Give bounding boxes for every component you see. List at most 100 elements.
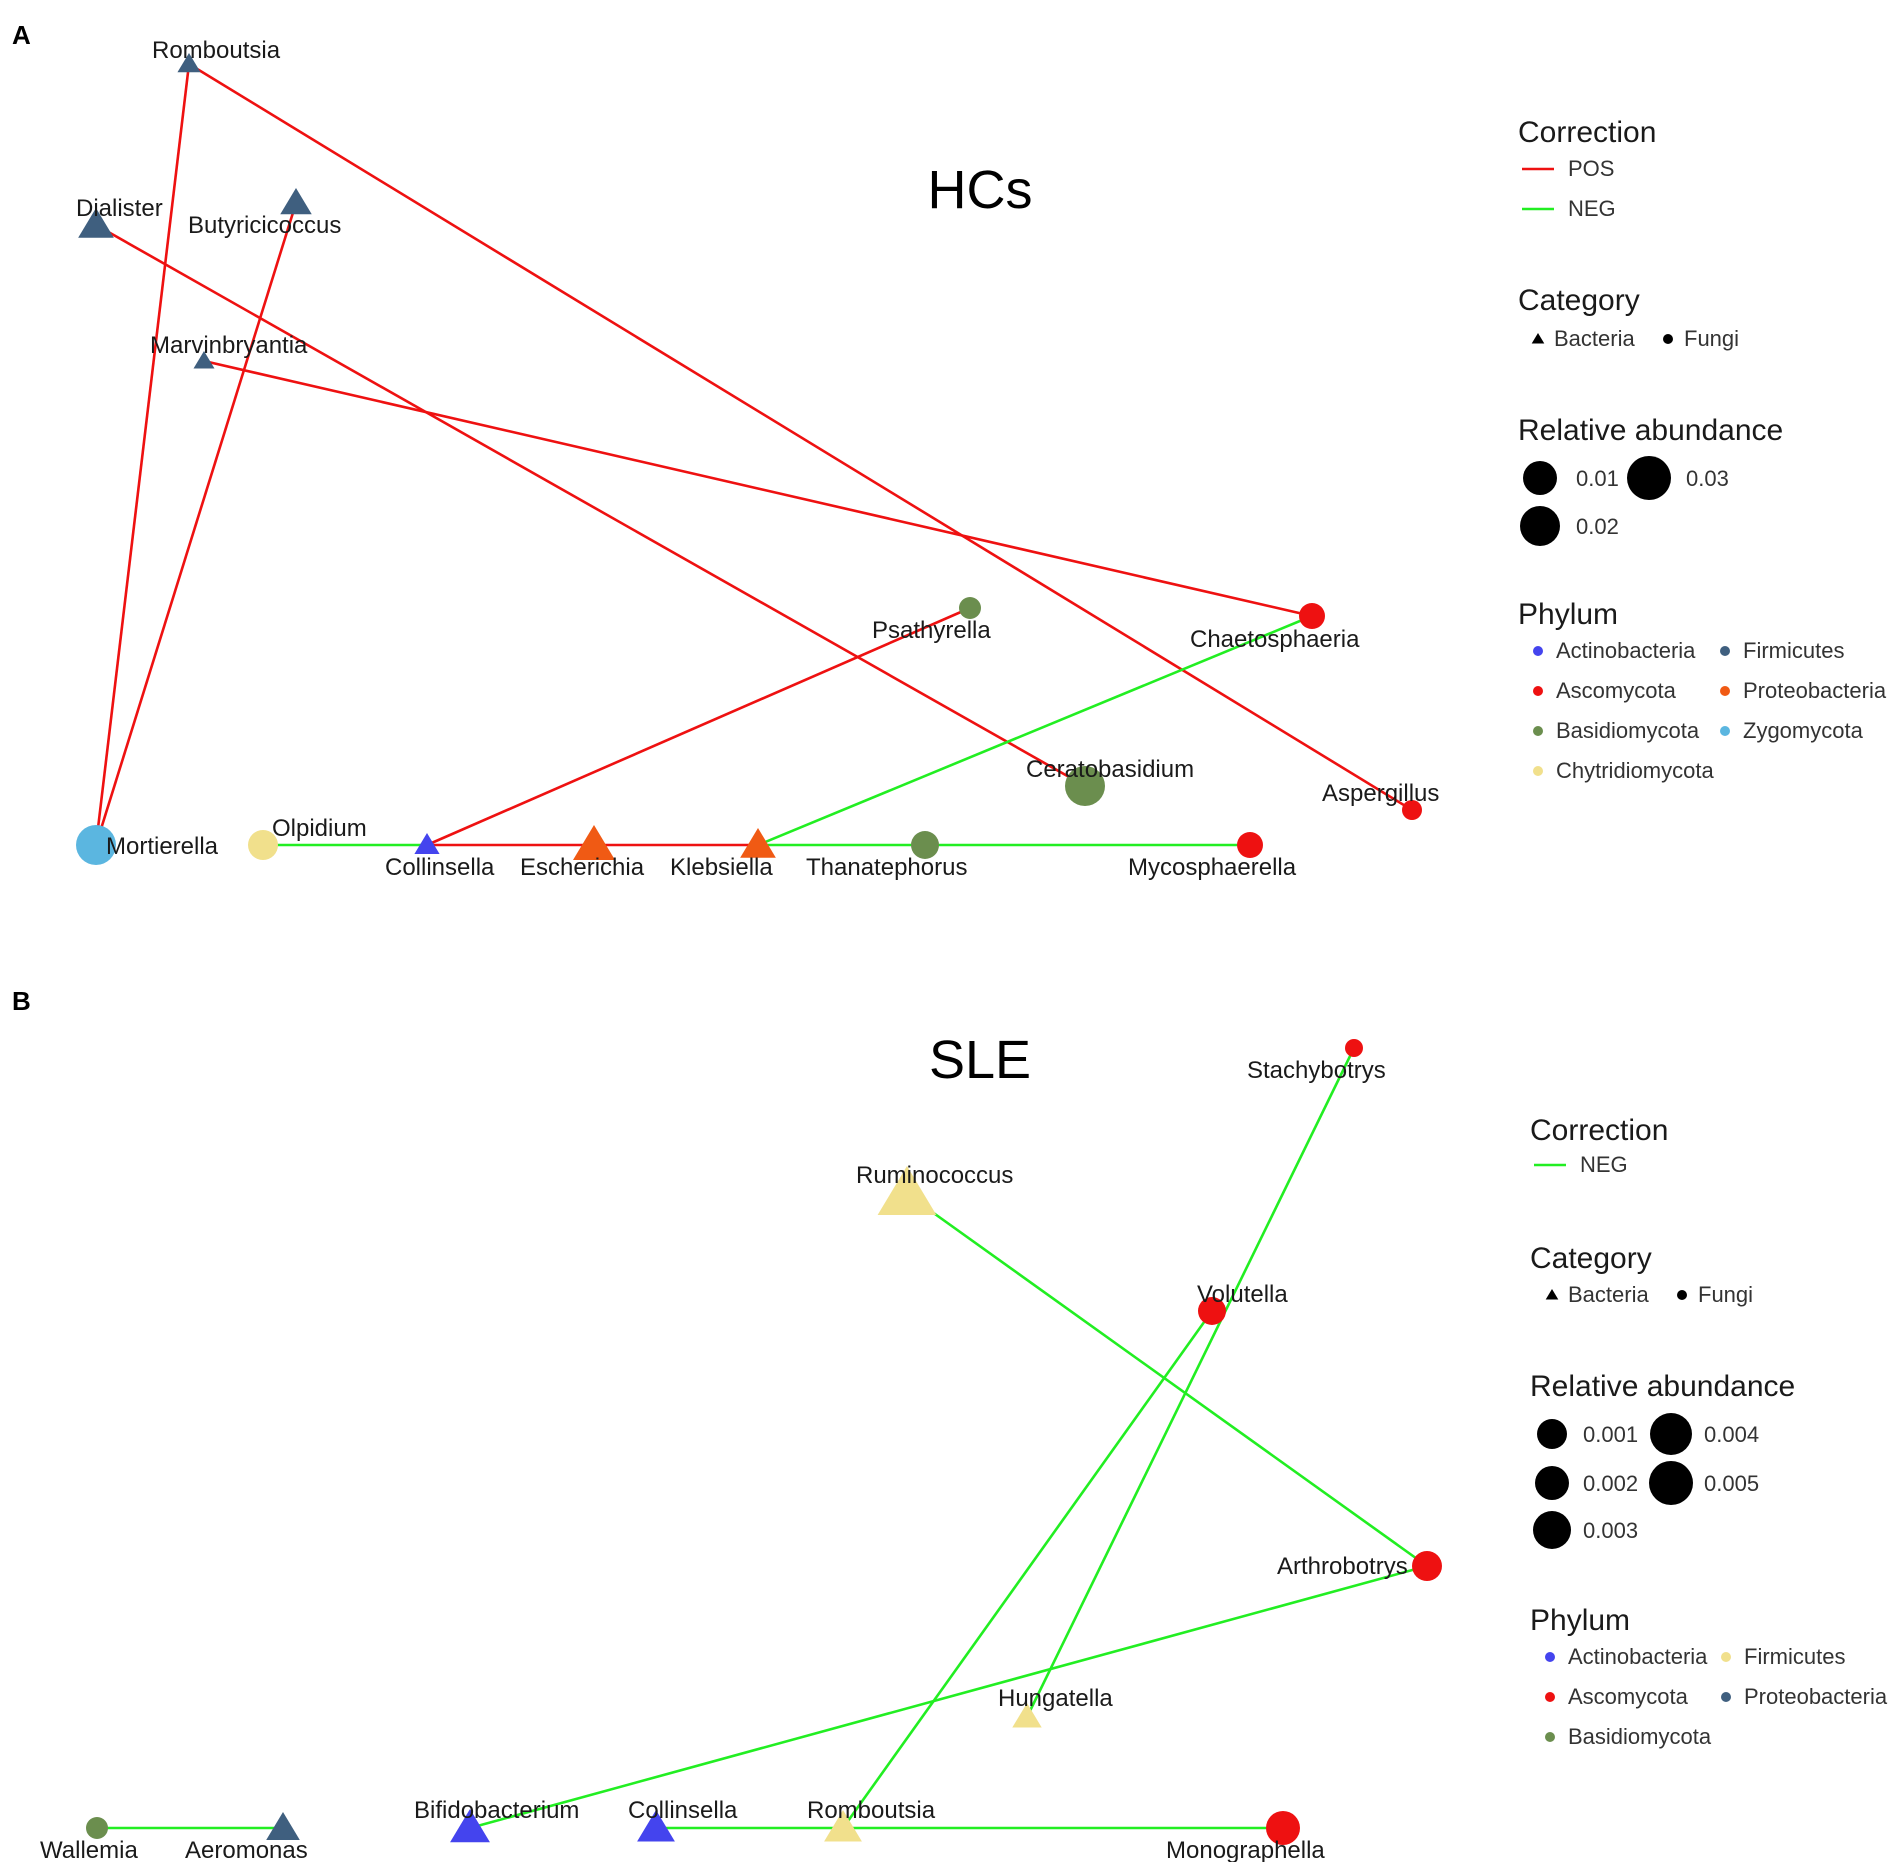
node-label-volutella: Volutella — [1197, 1281, 1288, 1308]
legend-phylum-label-basidiomycota: Basidiomycota — [1568, 1724, 1712, 1749]
node-label-escherichia: Escherichia — [520, 854, 645, 881]
edge-romboutsia-aspergillus — [188, 62, 1413, 812]
legend-phylum-swatch-firmicutes — [1721, 1652, 1731, 1662]
panel-title: HCs — [928, 160, 1033, 220]
edge-ruminococcus-arthrobotrys — [906, 1192, 1428, 1568]
legend-abundance-label-0: 0.001 — [1583, 1422, 1638, 1447]
legend-abundance-title: Relative abundance — [1518, 414, 1783, 447]
legend-correction-label-neg: NEG — [1568, 196, 1616, 221]
panel-letter: B — [12, 986, 31, 1016]
legend-phylum-label-firmicutes: Firmicutes — [1744, 1644, 1845, 1669]
node-label-marvinbryantia: Marvinbryantia — [150, 332, 308, 359]
legend-phylum-label-actinobacteria: Actinobacteria — [1556, 638, 1696, 663]
node-wallemia-circle — [86, 1817, 108, 1839]
node-label-aspergillus: Aspergillus — [1322, 780, 1439, 807]
node-dialister-triangle — [78, 208, 114, 238]
node-label-chaetosphaeria: Chaetosphaeria — [1190, 626, 1360, 653]
edge-volutella-romboutsia — [841, 1310, 1214, 1829]
node-label-romboutsia: Romboutsia — [807, 1797, 936, 1824]
node-label-hungatella: Hungatella — [998, 1685, 1113, 1712]
panel-a: AHCsRomboutsiaDialisterButyricicoccusMar… — [12, 20, 1887, 881]
node-marvinbryantia-triangle — [193, 351, 215, 369]
node-aeromonas-triangle — [266, 1812, 300, 1840]
legend-abundance-circle-3 — [1650, 1413, 1692, 1455]
legend-correction-title: Correction — [1518, 116, 1656, 149]
legend-abundance-label-2: 0.03 — [1686, 466, 1729, 491]
legend-phylum-label-chytridiomycota: Chytridiomycota — [1556, 758, 1714, 783]
node-romboutsia-triangle — [177, 53, 201, 73]
network-nodes: StachybotrysRuminococcusVolutellaArthrob… — [40, 1039, 1442, 1862]
legend-phylum-swatch-actinobacteria — [1533, 646, 1543, 656]
node-bifidobacterium-triangle — [450, 1809, 490, 1843]
node-label-bifidobacterium: Bifidobacterium — [414, 1797, 579, 1824]
legend-abundance-title: Relative abundance — [1530, 1370, 1795, 1403]
node-label-ruminococcus: Ruminococcus — [856, 1162, 1013, 1189]
legend-phylum-swatch-zygomycota — [1720, 726, 1730, 736]
legend-abundance-label-3: 0.004 — [1704, 1422, 1759, 1447]
legend-phylum-swatch-actinobacteria — [1545, 1652, 1555, 1662]
legend-phylum-label-proteobacteria: Proteobacteria — [1744, 1684, 1888, 1709]
legend-phylum-swatch-basidiomycota — [1545, 1732, 1555, 1742]
legend-phylum-label-zygomycota: Zygomycota — [1743, 718, 1864, 743]
legend-category-title: Category — [1518, 284, 1640, 317]
legend-abundance-circle-1 — [1535, 1466, 1569, 1500]
legend-phylum-swatch-proteobacteria — [1721, 1692, 1731, 1702]
node-collinsella-triangle — [637, 1810, 675, 1842]
panel-title: SLE — [929, 1030, 1031, 1090]
legend-phylum-label-basidiomycota: Basidiomycota — [1556, 718, 1700, 743]
legend-phylum-swatch-ascomycota — [1545, 1692, 1555, 1702]
node-escherichia-triangle — [573, 825, 615, 860]
node-butyricicoccus-triangle — [280, 188, 312, 215]
node-label-mortierella: Mortierella — [106, 833, 219, 860]
node-label-mycosphaerella: Mycosphaerella — [1128, 854, 1297, 881]
legend-correction-label-pos: POS — [1568, 156, 1614, 181]
edge-collinsella-psathyrella — [426, 606, 971, 847]
node-collinsella-triangle — [414, 833, 440, 854]
legend-phylum-title: Phylum — [1518, 598, 1618, 631]
node-label-klebsiella: Klebsiella — [670, 854, 773, 881]
legend-phylum-label-actinobacteria: Actinobacteria — [1568, 1644, 1708, 1669]
legend-category-label-bacteria: Bacteria — [1568, 1282, 1649, 1307]
node-label-collinsella: Collinsella — [628, 1797, 738, 1824]
node-label-monographella: Monographella — [1166, 1837, 1325, 1862]
legend-phylum-swatch-ascomycota — [1533, 686, 1543, 696]
legend-phylum-swatch-proteobacteria — [1720, 686, 1730, 696]
node-label-olpidium: Olpidium — [272, 815, 367, 842]
node-label-romboutsia: Romboutsia — [152, 37, 281, 64]
legend-dot-icon — [1663, 334, 1673, 344]
edge-romboutsia-mortierella — [94, 63, 191, 846]
legend-category-label-fungi: Fungi — [1684, 326, 1739, 351]
legend-dot-icon — [1677, 1290, 1687, 1300]
legend-abundance-circle-0 — [1523, 461, 1557, 495]
node-thanatephorus-circle — [911, 831, 939, 859]
node-label-thanatephorus: Thanatephorus — [806, 854, 967, 881]
node-mycosphaerella-circle — [1237, 832, 1263, 858]
legend-abundance-circle-4 — [1649, 1461, 1693, 1505]
legend-phylum-swatch-chytridiomycota — [1533, 766, 1543, 776]
legend-correction-title: Correction — [1530, 1114, 1668, 1147]
legend-abundance-label-2: 0.003 — [1583, 1518, 1638, 1543]
node-monographella-circle — [1266, 1811, 1300, 1845]
legend-category-label-fungi: Fungi — [1698, 1282, 1753, 1307]
node-label-wallemia: Wallemia — [40, 1837, 138, 1862]
legend-abundance-circle-1 — [1520, 506, 1560, 546]
legend-phylum-label-firmicutes: Firmicutes — [1743, 638, 1844, 663]
node-psathyrella-circle — [959, 597, 981, 619]
legend-abundance-label-4: 0.005 — [1704, 1471, 1759, 1496]
node-label-stachybotrys: Stachybotrys — [1247, 1057, 1386, 1084]
panel-letter: A — [12, 20, 31, 50]
legend-abundance-circle-2 — [1627, 456, 1671, 500]
node-label-dialister: Dialister — [76, 195, 163, 222]
node-stachybotrys-circle — [1345, 1039, 1363, 1057]
network-nodes: RomboutsiaDialisterButyricicoccusMarvinb… — [76, 37, 1439, 881]
legend-abundance-label-1: 0.002 — [1583, 1471, 1638, 1496]
edge-stachybotrys-hungatella — [1025, 1047, 1356, 1718]
legend-phylum-swatch-basidiomycota — [1533, 726, 1543, 736]
node-klebsiella-triangle — [740, 828, 776, 858]
legend-phylum-label-proteobacteria: Proteobacteria — [1743, 678, 1887, 703]
node-romboutsia-triangle — [824, 1810, 862, 1842]
